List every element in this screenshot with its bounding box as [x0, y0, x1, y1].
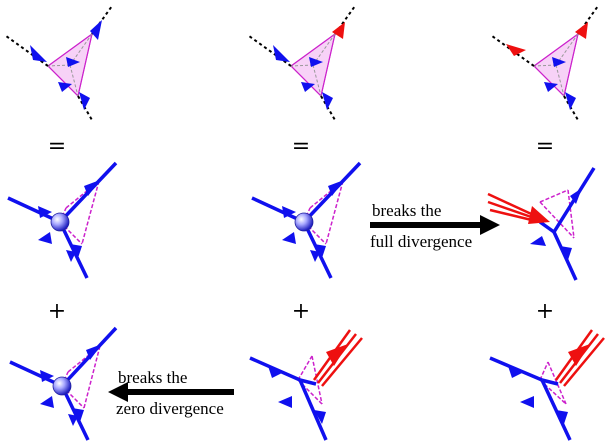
vertex-ball-2 [251, 161, 362, 279]
equals-sign-3: = [536, 134, 554, 159]
plus-sign-2: + [292, 299, 310, 324]
zero-divergence-arrow: breaks the zero divergence [108, 368, 234, 418]
plus-sign-1: + [48, 299, 66, 324]
zero-divergence-label-line1: breaks the [118, 368, 187, 387]
tetrahedron-all-blue [5, 5, 113, 121]
vertex-ball-1 [7, 161, 118, 279]
full-divergence-label-line1: breaks the [372, 201, 441, 220]
vertex-red-zero-right [489, 329, 605, 441]
equals-sign-1: = [48, 134, 66, 159]
full-divergence-label-line2: full divergence [370, 232, 472, 251]
tetrahedron-one-red [248, 5, 356, 121]
vertex-ball-3 [9, 326, 118, 441]
vertex-red-zero-middle [249, 329, 363, 441]
equals-sign-2: = [292, 134, 310, 159]
tetrahedron-two-red [491, 5, 599, 121]
vertex-red-full [487, 167, 596, 281]
zero-divergence-label-line2: zero divergence [116, 399, 224, 418]
full-divergence-arrow: breaks the full divergence [370, 201, 500, 251]
plus-sign-3: + [536, 299, 554, 324]
